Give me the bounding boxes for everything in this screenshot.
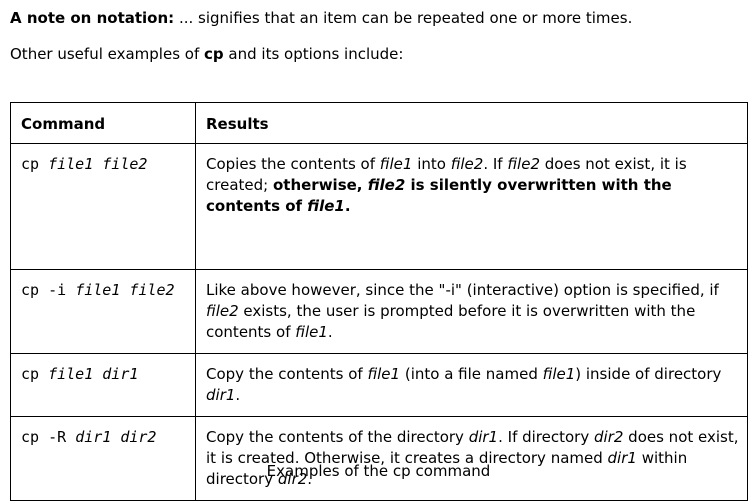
result-cell: Copy the contents of file1 (into a file …	[195, 353, 748, 417]
cmd-arg: file1	[75, 281, 121, 299]
header-command: Command	[10, 102, 196, 144]
result-text: .	[344, 197, 351, 215]
result-arg: dir1	[607, 449, 637, 467]
result-arg: dir2	[594, 428, 624, 446]
header-results: Results	[195, 102, 748, 144]
result-arg: dir1	[206, 386, 236, 404]
cmd-arg: dir1	[75, 428, 112, 446]
cmd-text: cp -R	[21, 428, 76, 446]
intro-paragraph: Other useful examples of cp and its opti…	[10, 44, 403, 65]
cp-examples-table: Command Results cp file1 file2 Copies th…	[10, 102, 748, 501]
table-header-row: Command Results	[10, 102, 748, 144]
result-text: ) inside of directory	[575, 365, 722, 383]
intro-before: Other useful examples of	[10, 45, 205, 63]
result-text: . If directory	[498, 428, 594, 446]
result-text: .	[327, 323, 333, 341]
result-arg: file2	[450, 155, 484, 173]
result-cell: Copy the contents of the directory dir1.…	[195, 416, 748, 501]
result-arg: file1	[295, 323, 328, 341]
result-text: (into a file named	[400, 365, 543, 383]
result-text: exists, the user is prompted before it i…	[206, 302, 696, 341]
result-arg: file1	[367, 365, 401, 383]
result-text: into	[412, 155, 451, 173]
result-text: . If	[483, 155, 508, 173]
result-text: does not exist, it is created. Otherwise…	[206, 428, 739, 467]
cmd-arg: dir1	[102, 365, 139, 383]
command-cell: cp file1 dir1	[10, 353, 196, 417]
intro-cmd: cp	[204, 45, 224, 63]
result-cell: Copies the contents of file1 into file2.…	[195, 143, 748, 270]
table-caption: Examples of the cp command	[266, 462, 491, 480]
result-text: .	[235, 386, 241, 404]
result-text: Copy the contents of the directory	[206, 428, 469, 446]
result-arg: file1	[307, 197, 345, 215]
cmd-arg: file1	[48, 155, 94, 173]
cmd-text: cp -i	[21, 281, 76, 299]
result-text: does not exist, it is created;	[206, 155, 687, 194]
result-arg: dir2	[277, 470, 308, 488]
result-arg: file1	[379, 155, 413, 173]
result-text: Copies the contents of	[206, 155, 380, 173]
result-text: within directory	[206, 449, 688, 488]
result-arg: file2	[507, 155, 540, 173]
cmd-arg: file2	[129, 281, 175, 299]
result-cell: Like above however, since the "-i" (inte…	[195, 269, 748, 354]
result-arg: file2	[206, 302, 239, 320]
command-cell: cp -i file1 file2	[10, 269, 196, 354]
result-arg: file2	[367, 176, 406, 194]
cmd-arg: file1	[48, 365, 94, 383]
intro-after: and its options include:	[223, 45, 404, 63]
cmd-text	[93, 155, 102, 173]
result-text: .	[307, 470, 313, 488]
result-text: Copy the contents of	[206, 365, 368, 383]
result-text: otherwise,	[272, 176, 368, 194]
notation-note-label: A note on notation:	[10, 9, 175, 27]
result-text: Like above however, since the "-i" (inte…	[206, 281, 719, 299]
cmd-arg: file2	[102, 155, 148, 173]
command-cell: cp file1 file2	[10, 143, 196, 270]
table-row: cp file1 dir1 Copy the contents of file1…	[10, 353, 748, 417]
command-cell: cp -R dir1 dir2	[10, 416, 196, 501]
cmd-text	[111, 428, 120, 446]
table-row: cp file1 file2 Copies the contents of fi…	[10, 143, 748, 270]
cmd-arg: dir2	[120, 428, 157, 446]
cmd-text: cp	[21, 155, 49, 173]
result-arg: dir1	[468, 428, 499, 446]
cmd-text: cp	[21, 365, 49, 383]
table-row: cp -i file1 file2 Like above however, si…	[10, 269, 748, 354]
result-arg: file1	[542, 365, 576, 383]
notation-note: A note on notation: ... signifies that a…	[10, 8, 632, 29]
table-row: cp -R dir1 dir2 Copy the contents of the…	[10, 416, 748, 501]
result-bold: otherwise, file2 is silently overwritten…	[206, 176, 672, 215]
notation-note-text: ... signifies that an item can be repeat…	[174, 9, 633, 27]
result-text: is silently overwritten with the content…	[206, 176, 672, 215]
cmd-text	[93, 365, 102, 383]
